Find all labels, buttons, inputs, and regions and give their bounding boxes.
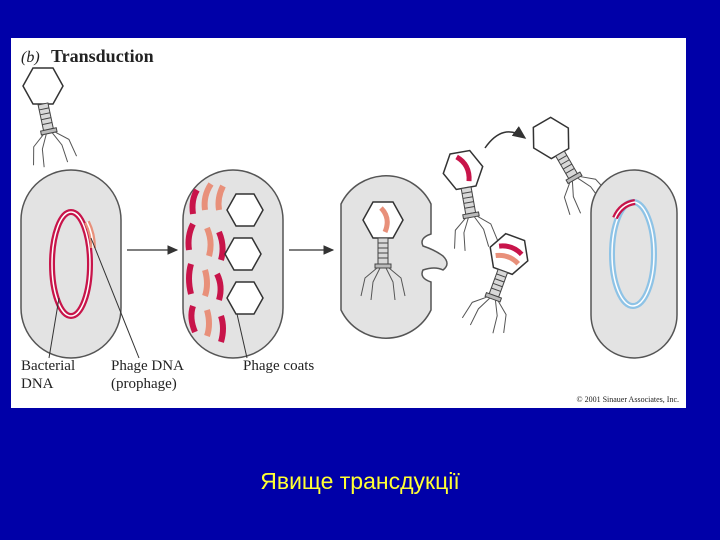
phage-head-icon: [442, 149, 484, 191]
label-phage-dna-1: Phage DNA: [111, 358, 184, 374]
phage-tail-icon: [20, 98, 78, 170]
cell-3-membrane: [340, 175, 448, 339]
released-phage-top: [442, 149, 500, 254]
phage-head-icon: [532, 116, 570, 160]
transduction-diagram: (b) Transduction: [20, 46, 679, 404]
infecting-phage: [532, 116, 611, 219]
figure-panel: (b) Transduction: [11, 38, 686, 408]
cell-lysing: [182, 169, 284, 359]
phage-coat-icon: [224, 237, 262, 271]
cell-infected: [20, 169, 122, 359]
cell-recipient: [590, 169, 678, 359]
cell-burst: [340, 175, 448, 339]
slide-caption: Явище трансдукції: [260, 468, 460, 494]
dna-fragments: [185, 182, 226, 343]
cell-1-membrane: [20, 169, 122, 359]
phage-tail-icon: [443, 183, 500, 254]
label-phage-coats: Phage coats: [243, 358, 314, 374]
label-bacterial-dna-1: Bacterial: [21, 358, 75, 374]
phage-inside-cell: [360, 201, 406, 301]
cell-4-membrane: [590, 169, 678, 359]
label-bacterial-dna-2: DNA: [21, 376, 54, 392]
arrow-curved: [484, 126, 527, 149]
figure-title: Transduction: [51, 46, 154, 66]
copyright: © 2001 Sinauer Associates, Inc.: [576, 395, 679, 404]
label-phage-dna-2: (prophage): [111, 376, 177, 392]
phage-head-icon: [362, 201, 404, 239]
attaching-phage: [20, 67, 78, 170]
phage-coat-icon: [226, 193, 264, 227]
released-phage-bottom: [460, 232, 529, 338]
phage-head-icon: [489, 232, 529, 276]
phage-tail-icon: [460, 262, 525, 338]
leader-lines: [48, 237, 248, 359]
phage-coat-icon: [226, 281, 264, 315]
packaged-dna: [379, 206, 390, 233]
phage-head-icon: [22, 67, 64, 105]
panel-letter: (b): [21, 49, 40, 66]
packaged-bacterial-dna: [455, 154, 472, 182]
